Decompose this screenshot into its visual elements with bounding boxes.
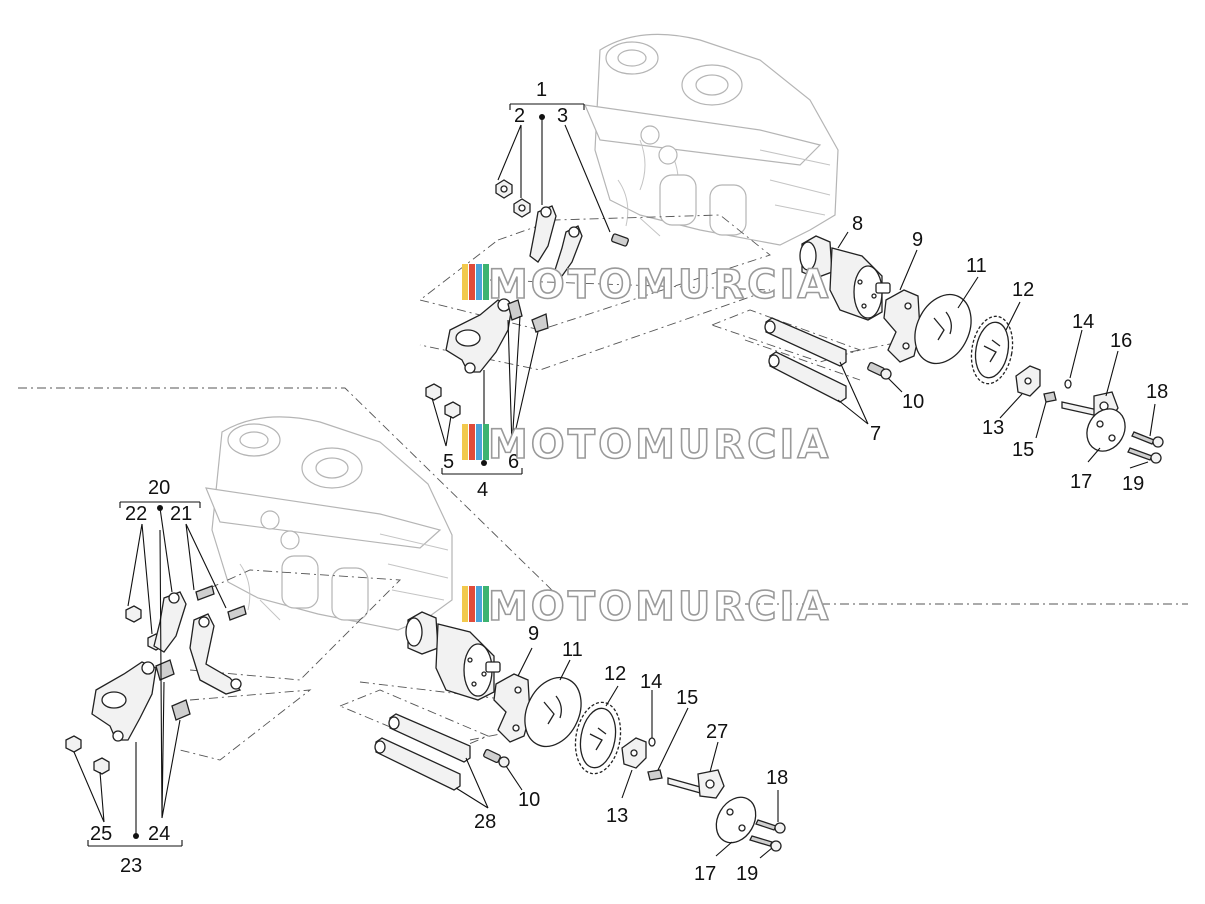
top-callout-3: 3 <box>557 105 568 127</box>
watermark-2: MOTOMURCIA <box>462 421 831 469</box>
top-cylinder-head-ghost <box>584 33 839 246</box>
top-leaders <box>431 103 1156 475</box>
watermark-3-text: MOTOMURCIA <box>488 584 831 630</box>
top-part-11-disc <box>914 293 972 365</box>
top-part-1-rocker-arm <box>529 205 583 277</box>
top-callout-19: 19 <box>1122 473 1144 495</box>
top-part-4-rocker-assembly <box>445 298 549 374</box>
bottom-part-10-bolt <box>483 749 510 768</box>
bottom-callout-17: 17 <box>694 863 716 885</box>
bottom-part-23-rocker-assembly <box>91 661 157 742</box>
bottom-part-15-spring <box>647 769 663 781</box>
bottom-part-27-shaft <box>667 769 725 799</box>
bottom-camshaft <box>405 611 501 701</box>
bottom-part-19-bolt <box>749 835 782 852</box>
bottom-callout-11: 11 <box>562 639 583 661</box>
top-callout-4: 4 <box>477 479 488 501</box>
top-part-3-screw <box>611 233 629 247</box>
top-part-18-bolt <box>1131 431 1164 448</box>
bottom-part-13-tensioner <box>621 737 647 769</box>
bottom-callout-23: 23 <box>120 855 142 877</box>
bottom-part-14-ring <box>648 737 656 747</box>
bottom-leaders <box>73 501 779 859</box>
bottom-callout-27: 27 <box>706 721 728 743</box>
top-callout-9: 9 <box>912 229 923 251</box>
top-callout-2: 2 <box>514 105 525 127</box>
bottom-part-21-screw <box>195 585 247 621</box>
bottom-callouts: 20 22 21 9 11 12 14 15 27 18 10 13 28 17… <box>90 477 788 885</box>
top-part-14-ring <box>1064 379 1072 389</box>
bottom-part-17-cover <box>715 796 757 844</box>
bottom-part-12-sprocket <box>574 701 622 775</box>
watermark-1-text: MOTOMURCIA <box>488 262 831 308</box>
watermark-1: MOTOMURCIA <box>462 261 831 309</box>
bottom-part-11-disc <box>524 676 582 748</box>
top-callout-5: 5 <box>443 451 454 473</box>
bottom-callout-21: 21 <box>170 503 192 525</box>
bottom-callout-10: 10 <box>518 789 540 811</box>
bottom-callout-14: 14 <box>640 671 662 693</box>
top-callout-6: 6 <box>508 451 519 473</box>
top-part-17-cover <box>1086 408 1126 452</box>
top-callout-16: 16 <box>1110 330 1132 352</box>
watermark-2-text: MOTOMURCIA <box>488 422 831 468</box>
top-part-7-pin <box>764 317 847 403</box>
top-callout-8: 8 <box>852 213 863 235</box>
top-callout-10: 10 <box>902 391 924 413</box>
bottom-callout-25: 25 <box>90 823 112 845</box>
top-callout-7: 7 <box>870 423 881 445</box>
top-callout-1: 1 <box>536 79 547 101</box>
top-part-10-bolt <box>867 362 892 380</box>
top-part-13-tensioner <box>1015 365 1041 397</box>
top-callout-15: 15 <box>1012 439 1034 461</box>
top-part-15-spring <box>1043 391 1057 403</box>
bottom-callout-15: 15 <box>676 687 698 709</box>
top-callout-12: 12 <box>1012 279 1034 301</box>
bottom-part-18-bolt <box>755 819 786 834</box>
top-group-1-dot <box>539 114 545 120</box>
top-callout-11: 11 <box>966 255 987 277</box>
bottom-callout-20: 20 <box>148 477 170 499</box>
top-part-19-bolt <box>1127 447 1162 464</box>
section-separator <box>18 387 1188 605</box>
bottom-part-25-nut <box>65 735 110 775</box>
top-callout-14: 14 <box>1072 311 1094 333</box>
bottom-callout-13: 13 <box>606 805 628 827</box>
bottom-callout-18: 18 <box>766 767 788 789</box>
watermark-3: MOTOMURCIA <box>462 583 831 631</box>
top-part-5-nut <box>425 383 461 419</box>
top-part-12-sprocket <box>970 315 1014 385</box>
bottom-callout-22: 22 <box>125 503 147 525</box>
bottom-group-23-dot <box>133 833 139 839</box>
top-part-8-camshaft <box>799 235 891 321</box>
bottom-callout-28: 28 <box>474 811 496 833</box>
bottom-callout-12: 12 <box>604 663 626 685</box>
top-callout-17: 17 <box>1070 471 1092 493</box>
top-part-2-nut <box>495 179 531 218</box>
top-callout-18: 18 <box>1146 381 1168 403</box>
top-group-4-dot <box>481 460 487 466</box>
bottom-part-28-pin <box>374 713 471 791</box>
bottom-callout-19: 19 <box>736 863 758 885</box>
bottom-part-9-plate <box>493 673 531 743</box>
bottom-callout-24: 24 <box>148 823 170 845</box>
bottom-part-20-rocker-arm <box>153 591 242 695</box>
bottom-cylinder-head-ghost <box>205 416 453 631</box>
top-callout-13: 13 <box>982 417 1004 439</box>
top-callouts: 1 2 3 8 9 11 12 14 16 18 10 13 7 15 17 1… <box>443 79 1168 501</box>
bottom-callout-9: 9 <box>528 623 539 645</box>
top-part-9-plate <box>883 289 921 363</box>
